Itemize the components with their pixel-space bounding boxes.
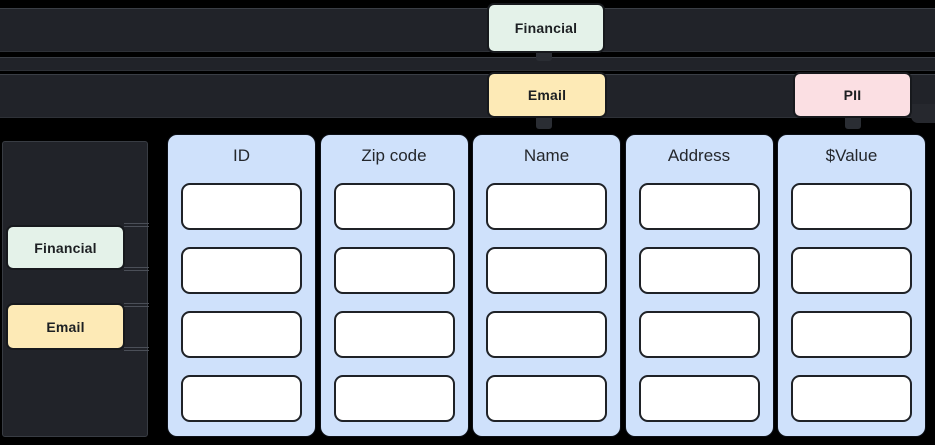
table-cell — [333, 311, 455, 358]
connector-tab — [536, 50, 552, 61]
table-cell — [791, 375, 912, 422]
column-cells — [321, 183, 468, 422]
table-cell — [486, 247, 607, 294]
column-cells — [626, 183, 773, 422]
table-cell — [791, 247, 912, 294]
tag-chip-email-sidebar[interactable]: Email — [6, 303, 125, 350]
table-column-value: $Value — [777, 134, 926, 437]
table-cell — [333, 375, 455, 422]
table-column-id: ID — [167, 134, 316, 437]
table-cell — [181, 311, 302, 358]
column-header: ID — [233, 146, 250, 165]
column-header: Zip code — [361, 146, 427, 165]
connector-line — [124, 267, 149, 271]
category-track-middle — [0, 57, 935, 71]
connector-line — [124, 347, 149, 351]
column-header: $Value — [825, 146, 878, 165]
table-cell — [486, 311, 607, 358]
table-cell — [181, 375, 302, 422]
connector-tab — [536, 116, 552, 129]
column-header: Name — [523, 146, 570, 165]
tag-chip-financial-top[interactable]: Financial — [487, 3, 605, 53]
tag-chip-label: Financial — [34, 239, 97, 256]
table-column-address: Address — [624, 134, 774, 437]
connector-tab — [845, 116, 861, 129]
column-header: Address — [667, 146, 731, 165]
tag-chip-label: Email — [46, 318, 85, 335]
data-table: ID Zip code Name Address $Value — [167, 134, 926, 437]
category-track-top — [0, 8, 935, 52]
table-cell — [181, 183, 302, 230]
tag-chip-financial-sidebar[interactable]: Financial — [6, 225, 125, 270]
column-cells — [473, 183, 620, 422]
table-cell — [638, 311, 760, 358]
track-end-stub — [911, 104, 935, 123]
table-cell — [333, 183, 455, 230]
table-cell — [791, 311, 912, 358]
column-cells — [778, 183, 925, 422]
table-cell — [638, 247, 760, 294]
column-cells — [168, 183, 315, 422]
table-cell — [486, 183, 607, 230]
table-cell — [791, 183, 912, 230]
tag-chip-pii-top[interactable]: PII — [793, 72, 912, 118]
row-tags-sidebar — [2, 141, 148, 437]
table-column-zipcode: Zip code — [319, 134, 469, 437]
tag-chip-label: PII — [843, 87, 862, 103]
table-cell — [638, 375, 760, 422]
connector-line — [124, 303, 149, 307]
table-cell — [333, 247, 455, 294]
tag-chip-label: Email — [527, 87, 567, 103]
tag-chip-email-top[interactable]: Email — [487, 72, 607, 118]
connector-line — [124, 223, 149, 227]
table-cell — [181, 247, 302, 294]
category-track-lower — [0, 74, 935, 118]
table-column-name: Name — [472, 134, 621, 437]
tag-chip-label: Financial — [514, 20, 578, 36]
table-cell — [638, 183, 760, 230]
table-cell — [486, 375, 607, 422]
